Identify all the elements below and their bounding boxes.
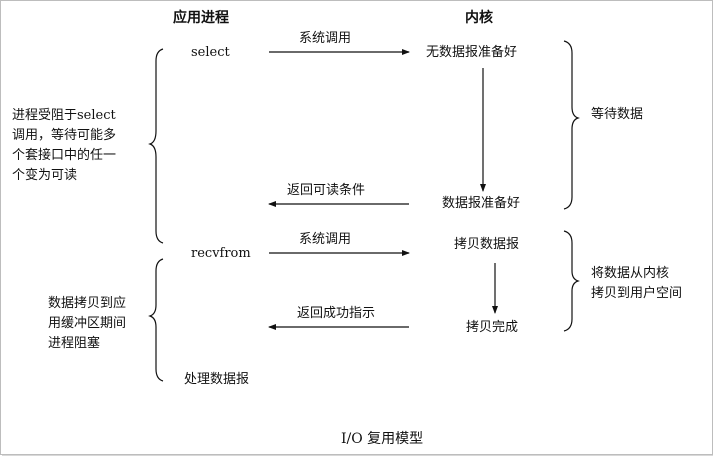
left-brace-select <box>148 48 164 244</box>
label-return-success: 返回成功指示 <box>297 306 376 321</box>
header-app-process: 应用进程 <box>173 10 229 26</box>
note-wait-for-data: 等待数据 <box>591 107 644 122</box>
app-select-call: select <box>191 45 230 60</box>
label-syscall-1: 系统调用 <box>299 31 352 46</box>
app-recvfrom-call: recvfrom <box>191 246 251 261</box>
diagram-caption: I/O 复用模型 <box>341 431 424 447</box>
app-process-datagram: 处理数据报 <box>184 372 250 387</box>
kernel-datagram-ready: 数据报准备好 <box>442 196 521 211</box>
kernel-copy-complete: 拷贝完成 <box>466 320 519 335</box>
right-brace-copy <box>563 230 580 332</box>
kernel-no-datagram-ready: 无数据报准备好 <box>426 45 518 60</box>
kernel-copy-datagram: 拷贝数据报 <box>454 237 520 252</box>
right-brace-wait <box>563 40 580 210</box>
label-syscall-2: 系统调用 <box>299 232 352 247</box>
note-copy-to-user: 将数据从内核 拷贝到用户空间 <box>591 266 683 301</box>
note-blocked-in-select: 进程受阻于select 调用，等待可能多 个套接口中的任一 个变为可读 <box>12 108 117 183</box>
header-kernel: 内核 <box>465 10 493 26</box>
left-brace-copy <box>148 258 164 382</box>
label-return-readable: 返回可读条件 <box>287 183 366 198</box>
note-blocked-during-copy: 数据拷贝到应 用缓冲区期间 进程阻塞 <box>48 296 127 351</box>
